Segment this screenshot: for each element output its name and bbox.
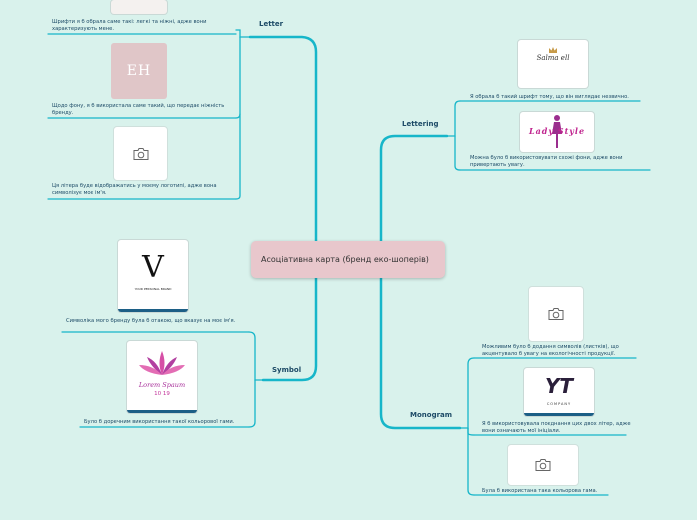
letter-background-image: EH	[111, 43, 167, 99]
monogram-logo-yt-text: YT	[544, 374, 574, 398]
lettering-logo-salma: Salma ell	[518, 40, 588, 88]
lettering-note-2[interactable]: Можна було б використовувати схожі фони,…	[470, 155, 623, 168]
letter-note-3[interactable]: Ця літера буде відображатись у моєму лог…	[52, 183, 217, 196]
central-topic[interactable]: Асоціативна карта (бренд еко-шоперів)	[251, 241, 445, 278]
monogram-note-1[interactable]: Можливим було б додання символів (листкі…	[482, 344, 619, 357]
camera-icon	[535, 459, 551, 471]
monogram-logo-yt-caption: COMPANY	[546, 402, 572, 406]
connector-symbol	[261, 260, 318, 382]
lettering-logo-lady-text: Lady Style	[528, 126, 586, 136]
symbol-note-1[interactable]: Символіка мого бренду була б отакою, що …	[66, 318, 236, 324]
branch-lettering[interactable]: Lettering	[402, 120, 439, 128]
lotus-icon	[139, 351, 185, 375]
branch-letter[interactable]: Letter	[259, 20, 284, 28]
letter-note-1[interactable]: Шрифти я б обрала саме такі: легкі та ні…	[52, 19, 207, 32]
letter-note-2[interactable]: Щодо фону, я б використала саме такий, щ…	[52, 103, 225, 116]
symbol-logo-v-letter: V	[142, 250, 164, 285]
camera-icon	[133, 147, 148, 160]
camera-icon	[548, 308, 564, 320]
monogram-logo-yt: YT COMPANY	[524, 368, 594, 416]
connector-lettering	[379, 134, 449, 250]
letter-monogram-text: EH	[126, 63, 152, 79]
silhouette-icon	[552, 115, 562, 148]
symbol-logo-lotus-text: Lorem Spaum	[138, 381, 186, 389]
letter-image-placeholder[interactable]	[113, 126, 168, 181]
connector-monogram	[379, 260, 462, 430]
central-topic-title: Асоціативна карта (бренд еко-шоперів)	[261, 255, 429, 264]
symbol-logo-lotus: Lorem Spaum 10 19	[127, 341, 197, 413]
lettering-logo-lady: Lady Style	[520, 112, 594, 152]
monogram-note-3[interactable]: Була б використана така кольорова гама.	[482, 488, 598, 494]
letter-font-image	[111, 0, 167, 14]
lettering-note-1[interactable]: Я обрала б такий шрифт тому, що він вигл…	[470, 94, 629, 100]
symbol-logo-v: V YOUR PERSONAL BRAND	[118, 240, 188, 312]
branch-monogram[interactable]: Monogram	[410, 411, 453, 419]
crown-icon	[549, 47, 557, 53]
symbol-logo-v-caption: YOUR PERSONAL BRAND	[134, 287, 172, 291]
branch-symbol[interactable]: Symbol	[272, 366, 302, 374]
lettering-logo-salma-text: Salma ell	[536, 54, 570, 62]
monogram-image-placeholder-2[interactable]	[507, 444, 579, 486]
monogram-image-placeholder-1[interactable]	[528, 286, 584, 342]
symbol-logo-lotus-year: 10 19	[154, 391, 170, 397]
symbol-note-2[interactable]: Було б доречним використання такої кольо…	[84, 419, 235, 425]
connector-letter	[248, 35, 318, 250]
monogram-note-2[interactable]: Я б використовувала поєднання цих двох л…	[482, 421, 631, 434]
